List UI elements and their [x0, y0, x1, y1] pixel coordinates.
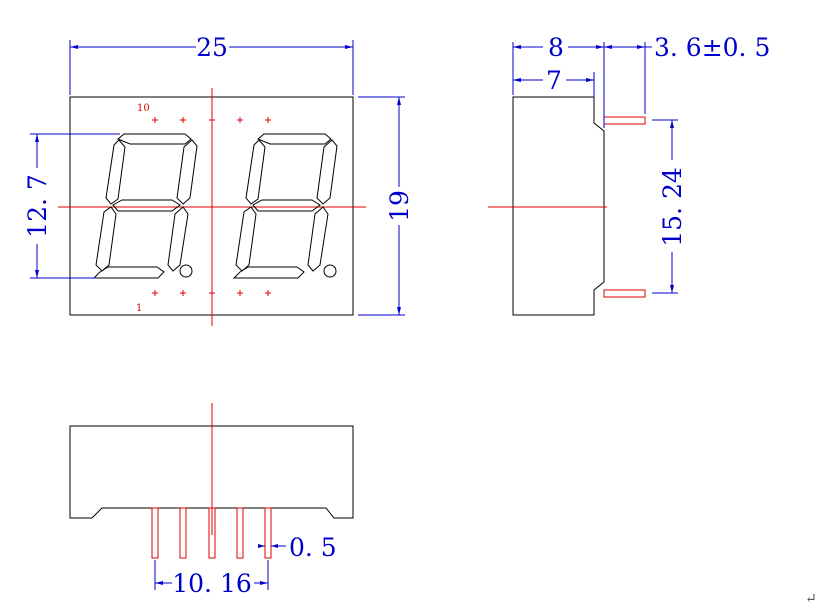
width-dimension-label: 25: [196, 33, 228, 62]
pin-width-dimension-label: 0. 5: [289, 533, 337, 562]
segment-e: [95, 206, 117, 272]
side-view: 8 3. 6±0. 5 7 15. 24: [488, 33, 770, 316]
body-depth-dimension: [513, 72, 595, 97]
pin-marker: [265, 117, 271, 123]
segment-d: [232, 266, 305, 279]
bottom-view: 0. 5 10. 16: [69, 403, 354, 598]
pin-1-label: 1: [136, 303, 142, 314]
depth-dimension-label: 8: [548, 33, 564, 62]
digit-1: [92, 133, 198, 279]
pin-marker: [265, 290, 271, 296]
pin-markers-bottom: [152, 290, 271, 296]
pin-10-label: 10: [137, 103, 150, 114]
height-dimension: [358, 96, 405, 316]
row-spacing-dimension: [652, 119, 678, 294]
segment-e: [235, 206, 257, 272]
width-dimension: [69, 40, 354, 95]
pin-width-dimension: [258, 544, 286, 548]
segment-b: [176, 139, 198, 205]
segment-f: [105, 139, 126, 205]
pin-marker: [237, 290, 243, 296]
bottom-pins: [151, 507, 272, 559]
pin-span-dimension-label: 10. 16: [172, 569, 252, 598]
segment-c: [307, 206, 329, 272]
segment-d: [92, 266, 165, 279]
segment-b: [316, 139, 338, 205]
segment-g: [112, 199, 181, 212]
pin: [236, 507, 244, 559]
pin-marker: [152, 290, 158, 296]
pin: [264, 507, 272, 559]
height-dimension-label: 19: [385, 190, 414, 222]
pin-span-dimension: [154, 560, 269, 590]
pin-marker: [152, 117, 158, 123]
digit-height-dimension: [30, 133, 120, 279]
pin-marker: [180, 117, 186, 123]
pin-markers-top: [152, 117, 271, 123]
side-pin-top: [603, 116, 646, 125]
bottom-body-outline: [69, 425, 354, 519]
segment-a: [117, 133, 192, 145]
row-spacing-dimension-label: 15. 24: [658, 167, 687, 247]
side-body-outline: [512, 96, 605, 316]
return-mark: ↵: [805, 591, 817, 605]
segment-a: [257, 133, 332, 145]
depth-dimension: [512, 42, 652, 128]
side-pin-bottom: [603, 289, 646, 298]
pin-length-label: 3. 6±0. 5: [654, 33, 770, 62]
pin: [151, 507, 159, 559]
pin-marker: [180, 290, 186, 296]
body-depth-dimension-label: 7: [546, 66, 562, 95]
segment-c: [167, 206, 189, 272]
pin-marker: [237, 117, 243, 123]
digit-2: [232, 133, 338, 279]
front-view: 10 1 25 19: [23, 33, 414, 326]
pin: [179, 507, 187, 559]
segment-f: [245, 139, 266, 205]
decimal-point: [179, 264, 193, 278]
pin: [208, 507, 216, 559]
decimal-point: [323, 264, 337, 278]
segment-g: [252, 199, 321, 212]
digit-height-dimension-label: 12. 7: [23, 174, 52, 238]
